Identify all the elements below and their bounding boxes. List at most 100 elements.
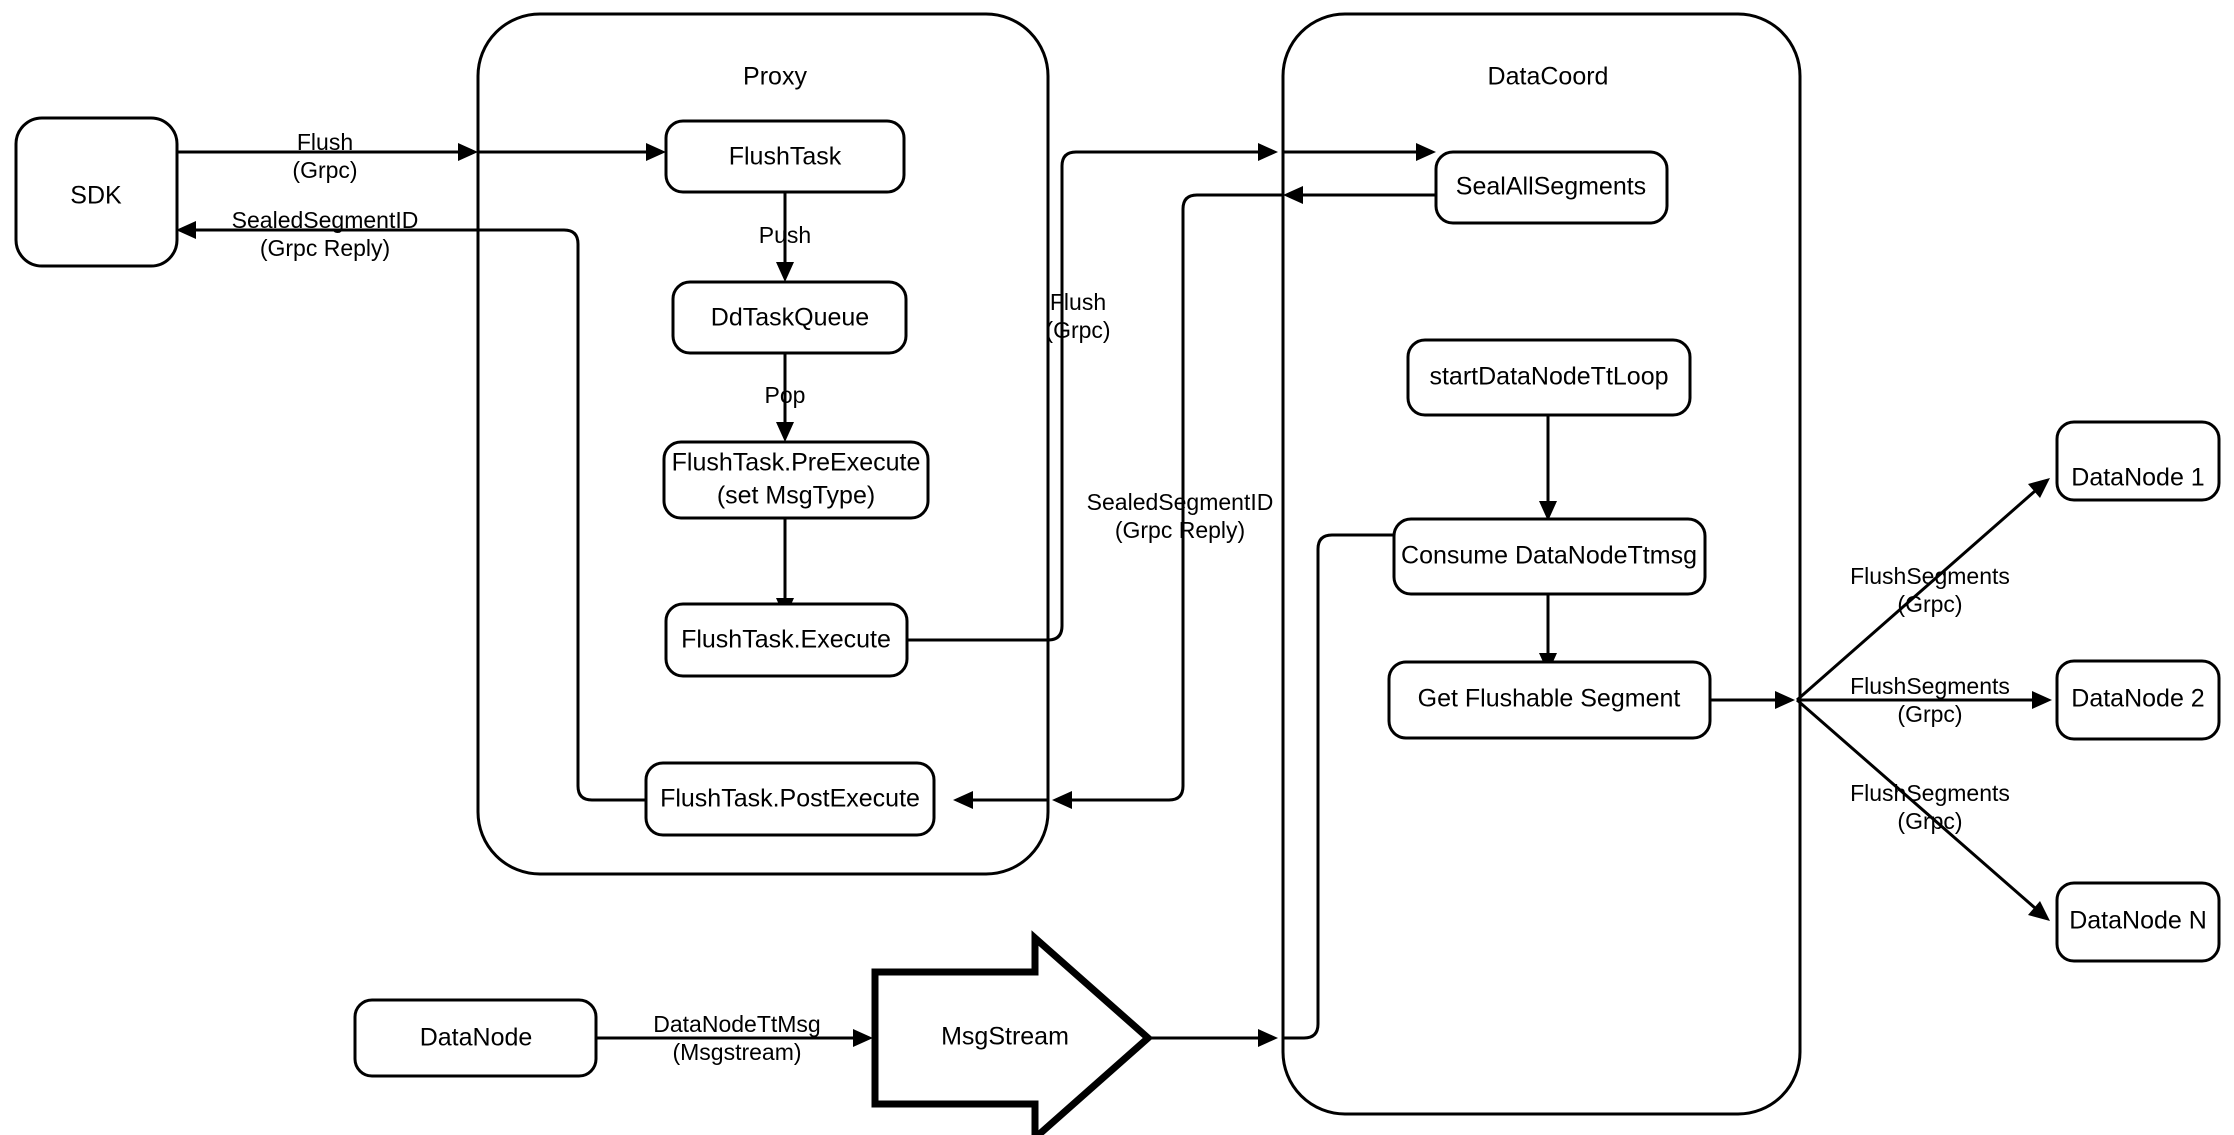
datacoord-container-outline bbox=[1281, 12, 1802, 1116]
node-datanode-2[interactable]: DataNode 2 bbox=[2055, 659, 2221, 741]
edge-push: Push bbox=[759, 192, 811, 282]
node-datanode-source-box[interactable] bbox=[353, 998, 598, 1078]
node-msgstream-arrow-shape[interactable] bbox=[871, 930, 1154, 1135]
node-datanode-1-label: DataNode 1 bbox=[2071, 464, 2204, 492]
node-get-flushable-segment[interactable]: Get Flushable Segment bbox=[1387, 660, 1712, 740]
edge-pop: Pop bbox=[765, 353, 806, 442]
node-flushtask[interactable]: FlushTask bbox=[664, 119, 906, 194]
node-consume-datanodettmsg[interactable]: Consume DataNodeTtmsg bbox=[1392, 517, 1707, 596]
node-flushtask-execute[interactable]: FlushTask.Execute bbox=[664, 602, 909, 678]
arrowhead bbox=[953, 791, 973, 809]
arrowhead bbox=[1258, 143, 1278, 161]
node-flushtask-preexecute-box[interactable] bbox=[662, 440, 930, 520]
edge-junction-to-datanode2: FlushSegments (Grpc) bbox=[1797, 673, 2052, 727]
edge-junction-to-datanode1: FlushSegments (Grpc) bbox=[1796, 478, 2050, 702]
edge-execute-to-sealallsegments: Flush (Grpc) bbox=[907, 143, 1436, 642]
node-datanode-source[interactable]: DataNode bbox=[353, 998, 598, 1078]
node-flushtask-postexecute-box[interactable] bbox=[644, 761, 936, 837]
edge-label-proxy-flush-line2: (Grpc) bbox=[1045, 317, 1110, 343]
node-flushtask-preexecute-label-line2: (set MsgType) bbox=[717, 482, 875, 510]
node-sdk-box[interactable] bbox=[14, 116, 179, 268]
edge-ttloop-to-consume bbox=[1539, 415, 1557, 521]
edge-label-sealedsegmentid-line1: SealedSegmentID bbox=[232, 207, 419, 233]
node-sealallsegments-label: SealAllSegments bbox=[1456, 173, 1646, 201]
edge-label-proxy-flush-line1: Flush bbox=[1050, 289, 1106, 315]
edge-label-flushsegments-n-line2: (Grpc) bbox=[1897, 808, 1962, 834]
node-flushtask-execute-label: FlushTask.Execute bbox=[681, 626, 891, 654]
arrowhead bbox=[853, 1029, 873, 1047]
edge-label-dc-sealedsegmentid-line1: SealedSegmentID bbox=[1087, 489, 1274, 515]
edge-proxy-to-sdk: SealedSegmentID (Grpc Reply) bbox=[176, 207, 646, 802]
edge-label-flushsegments-1-line2: (Grpc) bbox=[1897, 591, 1962, 617]
node-sealallsegments-box[interactable] bbox=[1434, 150, 1669, 225]
arrowhead bbox=[458, 143, 478, 161]
edge-label-datanodettmsg-line2: (Msgstream) bbox=[672, 1039, 801, 1065]
arrowhead bbox=[1416, 143, 1436, 161]
arrowhead bbox=[2028, 478, 2050, 498]
proxy-container-label: Proxy bbox=[743, 63, 807, 91]
edge-label-flush-grpc-line1: Flush bbox=[297, 129, 353, 155]
container-proxy: Proxy bbox=[476, 12, 1050, 876]
node-get-flushable-segment-box[interactable] bbox=[1387, 660, 1712, 740]
node-datanode-n[interactable]: DataNode N bbox=[2055, 881, 2221, 963]
node-startdatanodettloop[interactable]: startDataNodeTtLoop bbox=[1406, 338, 1692, 417]
arrowhead bbox=[646, 143, 666, 161]
node-ddtaskqueue[interactable]: DdTaskQueue bbox=[671, 280, 908, 355]
node-flushtask-label: FlushTask bbox=[729, 143, 842, 171]
node-datanode-source-label: DataNode bbox=[420, 1024, 533, 1052]
node-datanode-n-box[interactable] bbox=[2055, 881, 2221, 963]
edge-label-sealedsegmentid-line2: (Grpc Reply) bbox=[260, 235, 390, 261]
arrowhead bbox=[2028, 901, 2050, 921]
node-flushtask-execute-box[interactable] bbox=[664, 602, 909, 678]
container-datacoord: DataCoord bbox=[1281, 12, 1802, 1116]
arrowhead bbox=[1283, 186, 1303, 204]
edge-label-flush-grpc-line2: (Grpc) bbox=[292, 157, 357, 183]
edge-label-flushsegments-1-line1: FlushSegments bbox=[1850, 563, 2010, 589]
edge-label-flushsegments-2-line1: FlushSegments bbox=[1850, 673, 2010, 699]
node-datanode-2-label: DataNode 2 bbox=[2071, 685, 2204, 713]
datacoord-container-label: DataCoord bbox=[1488, 63, 1609, 91]
edge-label-datanodettmsg-line1: DataNodeTtMsg bbox=[653, 1011, 820, 1037]
arrowhead bbox=[1775, 691, 1795, 709]
node-datanode-1-box[interactable] bbox=[2055, 420, 2221, 502]
node-consume-datanodettmsg-label: Consume DataNodeTtmsg bbox=[1401, 542, 1697, 570]
edge-label-flushsegments-n-line1: FlushSegments bbox=[1850, 780, 2010, 806]
edge-label-dc-sealedsegmentid-line2: (Grpc Reply) bbox=[1115, 517, 1245, 543]
node-datanode-1[interactable]: DataNode 1 bbox=[2055, 420, 2221, 502]
edge-datanode-to-msgstream: DataNodeTtMsg (Msgstream) bbox=[596, 1011, 873, 1065]
node-startdatanodettloop-box[interactable] bbox=[1406, 338, 1692, 417]
arrowhead bbox=[776, 262, 794, 282]
edge-junction-to-datanoden: FlushSegments (Grpc) bbox=[1796, 698, 2050, 921]
arrowhead bbox=[1258, 1029, 1278, 1047]
edge-getflushable-to-junction bbox=[1710, 691, 1795, 709]
edge-label-pop: Pop bbox=[765, 382, 806, 408]
edge-label-push: Push bbox=[759, 222, 811, 248]
node-flushtask-postexecute-label: FlushTask.PostExecute bbox=[660, 785, 920, 813]
node-msgstream-label: MsgStream bbox=[941, 1023, 1069, 1051]
node-flushtask-postexecute[interactable]: FlushTask.PostExecute bbox=[644, 761, 936, 837]
node-ddtaskqueue-box[interactable] bbox=[671, 280, 908, 355]
arrowhead bbox=[176, 221, 196, 239]
node-consume-datanodettmsg-box[interactable] bbox=[1392, 517, 1707, 596]
node-sdk-label: SDK bbox=[70, 182, 122, 210]
node-sdk[interactable]: SDK bbox=[14, 116, 179, 268]
node-sealallsegments[interactable]: SealAllSegments bbox=[1434, 150, 1669, 225]
node-flushtask-preexecute[interactable]: FlushTask.PreExecute (set MsgType) bbox=[662, 440, 930, 520]
node-get-flushable-segment-label: Get Flushable Segment bbox=[1418, 685, 1681, 713]
node-flushtask-box[interactable] bbox=[664, 119, 906, 194]
arrowhead bbox=[1539, 501, 1557, 521]
node-datanode-n-label: DataNode N bbox=[2069, 907, 2207, 935]
node-ddtaskqueue-label: DdTaskQueue bbox=[711, 304, 869, 332]
arrowhead bbox=[776, 422, 794, 442]
edge-sealallsegments-to-postexecute: SealedSegmentID (Grpc Reply) bbox=[953, 186, 1436, 809]
node-datanode-2-box[interactable] bbox=[2055, 659, 2221, 741]
edge-sdk-to-proxy: Flush (Grpc) bbox=[177, 129, 666, 183]
arrowhead bbox=[1052, 791, 1072, 809]
edge-label-flushsegments-2-line2: (Grpc) bbox=[1897, 701, 1962, 727]
arrowhead bbox=[2032, 691, 2052, 709]
node-msgstream[interactable]: MsgStream bbox=[871, 930, 1154, 1135]
node-startdatanodettloop-label: startDataNodeTtLoop bbox=[1429, 363, 1668, 391]
proxy-container-outline bbox=[476, 12, 1050, 876]
